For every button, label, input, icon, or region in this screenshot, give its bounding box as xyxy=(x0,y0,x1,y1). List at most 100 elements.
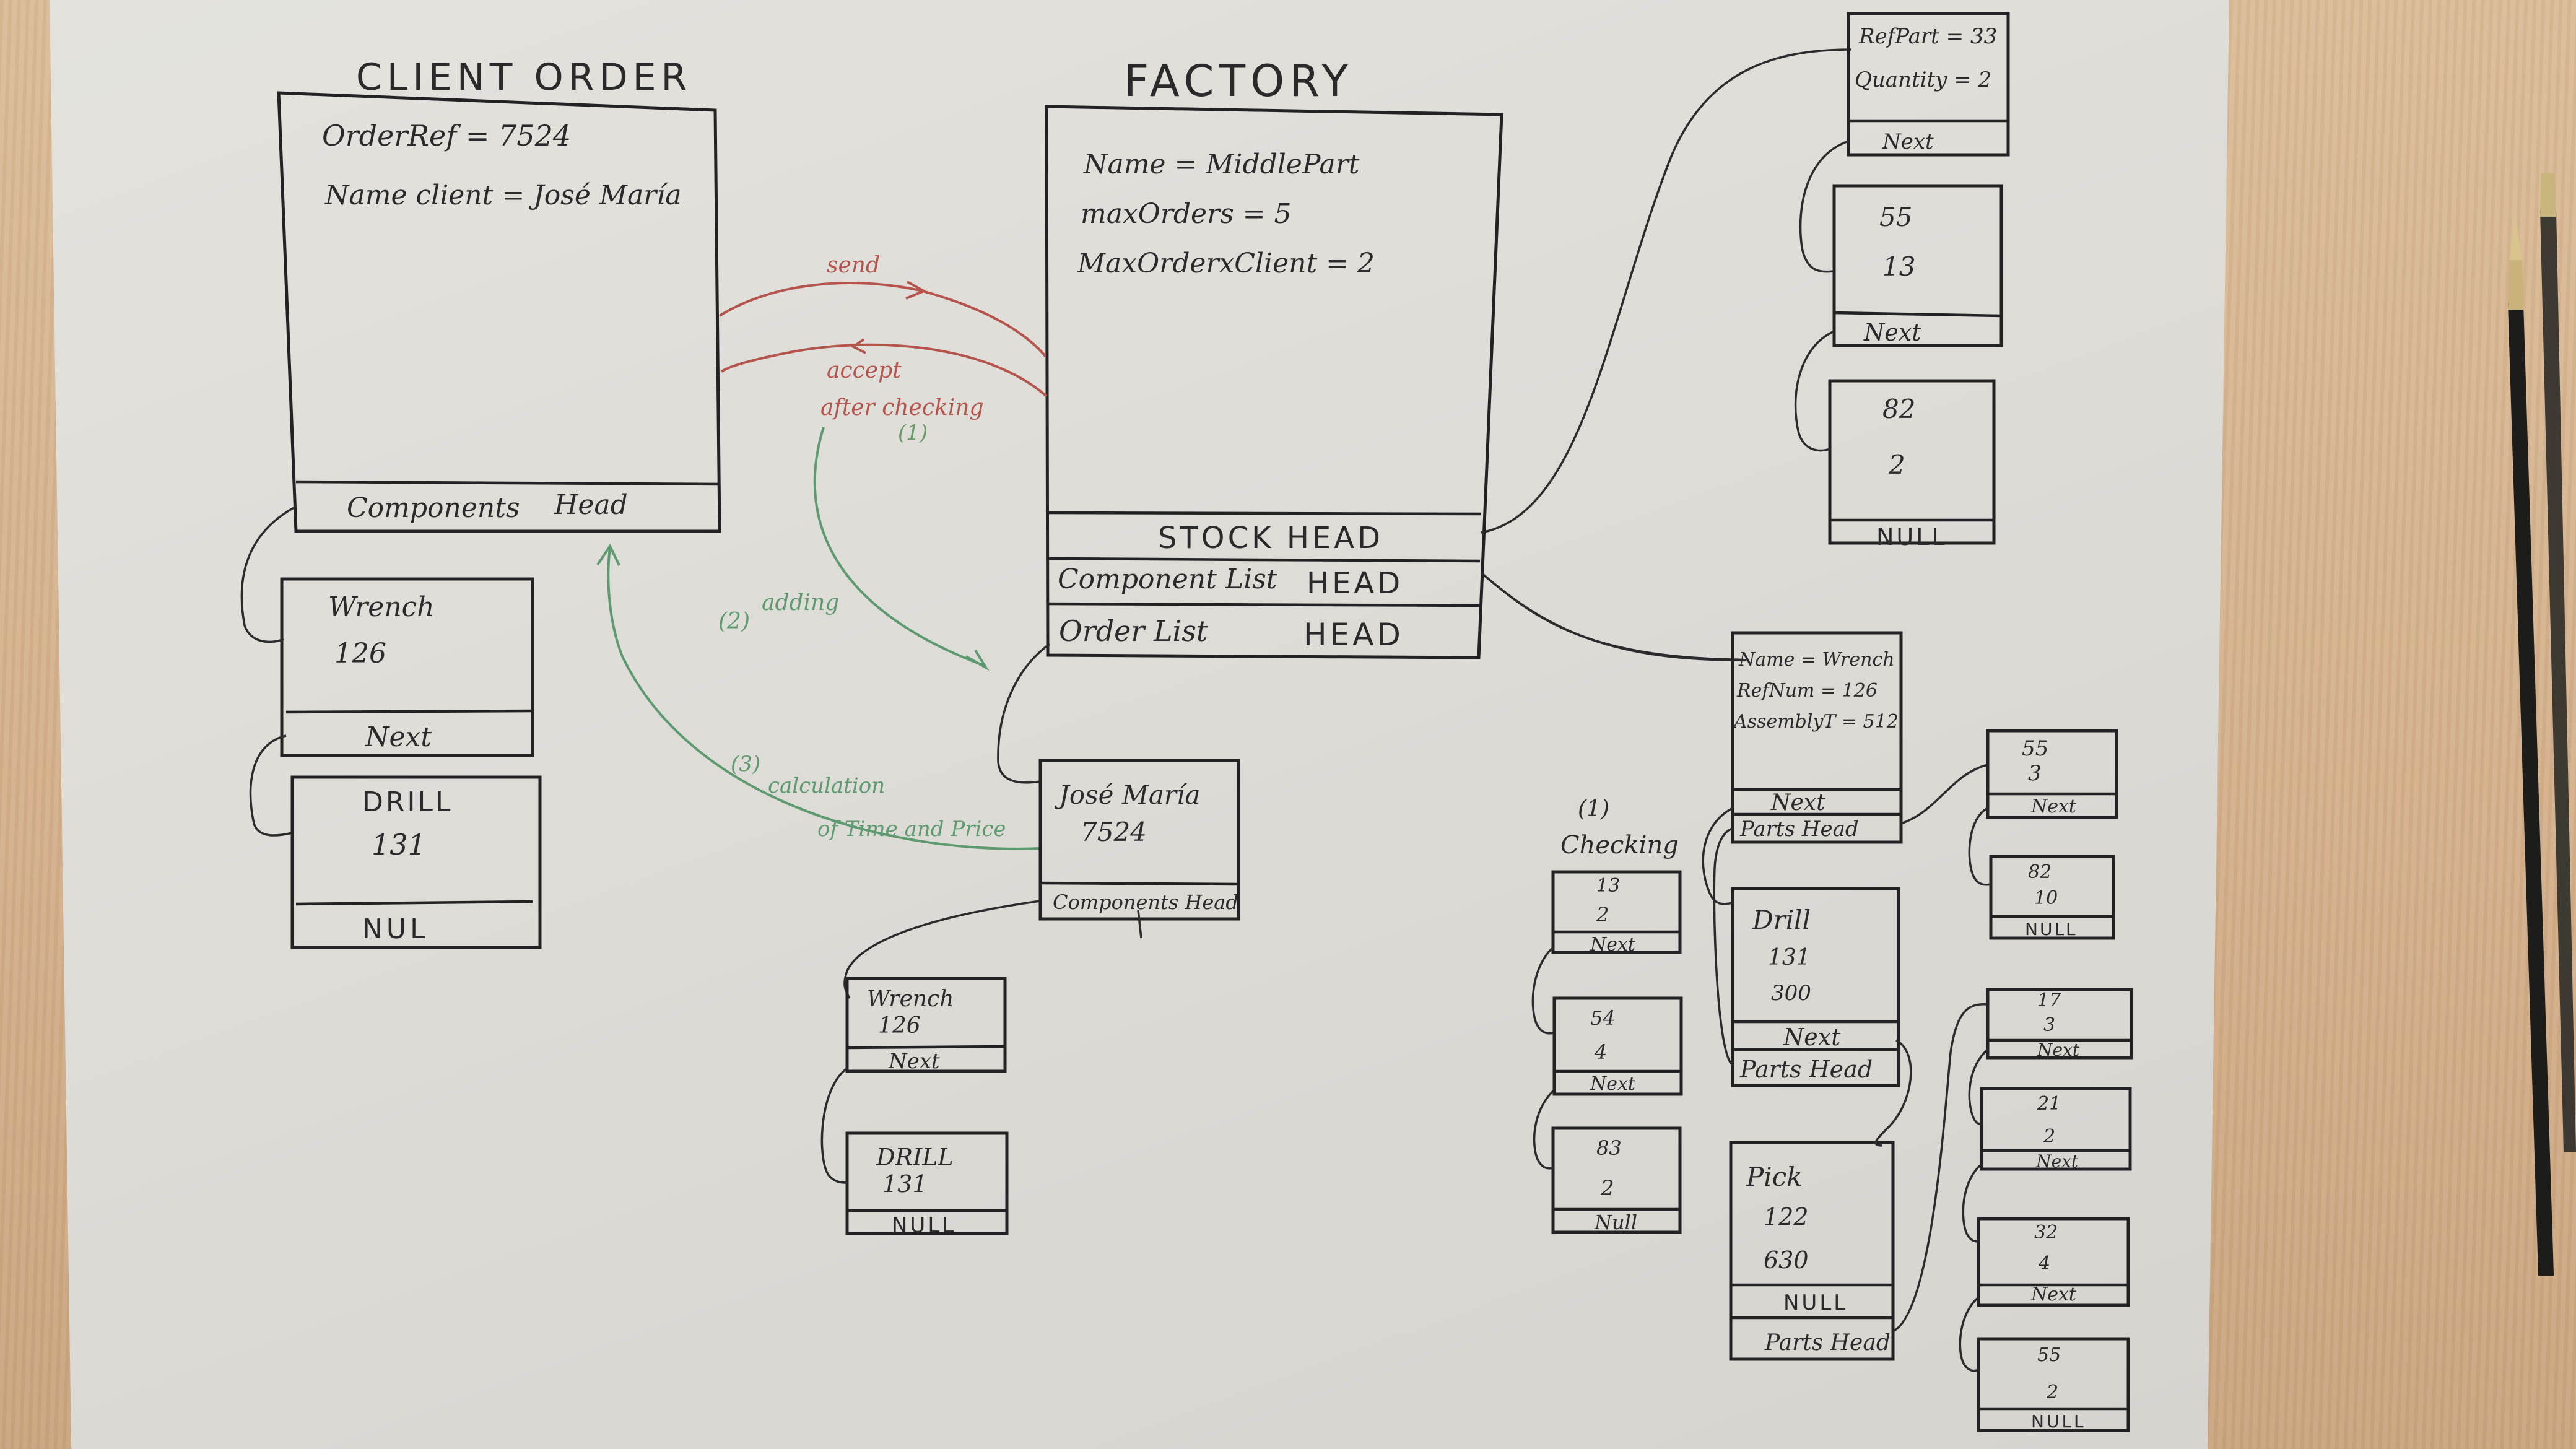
stock-head-connector xyxy=(1481,48,1852,534)
drill-part-2-ref: 54 xyxy=(1590,1006,1616,1030)
drill-part-3: 83 2 Null xyxy=(1551,1126,1682,1234)
calculation-arrow: (3) calculation of Time and Price xyxy=(596,543,1041,850)
pick-part-1-ref: 17 xyxy=(2037,990,2061,1011)
pens xyxy=(2508,173,2576,1276)
order-node: José María 7524 Components Head xyxy=(1038,759,1240,921)
pick-part-4: 55 2 NULL xyxy=(1977,1337,2130,1432)
stock-node-1-box xyxy=(1847,12,2010,157)
pick-part-1-qty: 3 xyxy=(2043,1014,2055,1036)
pick-part-3: 32 4 Next xyxy=(1977,1217,2130,1307)
order-component-wrench: Wrench 126 Next xyxy=(845,977,1007,1074)
order-wrench-ref: 126 xyxy=(878,1013,921,1038)
component-pick-name: Pick xyxy=(1746,1162,1803,1192)
drill-name: DRILL xyxy=(362,786,453,818)
adding-label: adding xyxy=(762,590,839,616)
order-wrench-next: Next xyxy=(888,1049,940,1074)
factory-name: Name = MiddlePart xyxy=(1083,149,1360,180)
wrench-part-1-box xyxy=(1986,729,2118,819)
wrench-part-2: 82 10 NULL xyxy=(1989,855,2115,940)
stock-node-3-ref: 82 xyxy=(1882,394,1915,424)
component-wrench-refnum: RefNum = 126 xyxy=(1736,680,1878,702)
stock-node-3-null: NULL xyxy=(1876,523,1947,550)
stock-node-1-next: Next xyxy=(1882,129,1934,154)
stock-node-2: 55 13 Next xyxy=(1832,184,2003,347)
stock-node-2-qty: 13 xyxy=(1882,251,1915,282)
client-order-box xyxy=(277,91,721,533)
pick-part-4-ref: 55 xyxy=(2037,1344,2061,1366)
component-pick-null: NULL xyxy=(1783,1290,1848,1315)
order-wrench-next-connector xyxy=(820,1067,848,1184)
send-label: send xyxy=(827,253,880,278)
component-wrench-name: Name = Wrench xyxy=(1738,649,1895,671)
client-component-wrench: Wrench 126 Next xyxy=(280,577,534,757)
wrench-part-2-box xyxy=(1989,855,2115,940)
component-pick-node: Pick 122 630 NULL Parts Head xyxy=(1729,1141,1895,1361)
order-drill-ref: 131 xyxy=(882,1170,928,1198)
drill-part-1-box xyxy=(1551,870,1682,954)
components-label: Components xyxy=(347,492,520,524)
after-checking-label: after checking xyxy=(820,395,984,420)
client-order-title: CLIENT ORDER xyxy=(356,56,692,99)
head-label: Head xyxy=(554,489,628,521)
client-order-divider xyxy=(295,480,720,486)
component-drill-parts-head: Parts Head xyxy=(1739,1056,1873,1083)
wrench-ref: 126 xyxy=(334,638,386,669)
order-node-name: José María xyxy=(1054,780,1200,810)
pick-part-2-next: Next xyxy=(2035,1151,2079,1172)
wrench-part-1-qty: 3 xyxy=(2028,761,2042,786)
stock-node-3: 82 2 NULL xyxy=(1828,379,1996,550)
factory-title: FACTORY xyxy=(1124,56,1353,107)
component-pick-parts-head: Parts Head xyxy=(1764,1330,1891,1355)
drill-part-1-qty: 2 xyxy=(1596,903,1609,926)
send-arrow: send xyxy=(718,253,1046,357)
wrench-part-1-ref: 55 xyxy=(2022,736,2048,761)
component-wrench-parts-head: Parts Head xyxy=(1739,817,1859,842)
pick-part-4-box xyxy=(1977,1337,2130,1432)
component-pick-box xyxy=(1729,1141,1895,1361)
stock-head-label: STOCK HEAD xyxy=(1158,521,1383,555)
drill-part-1-next: Next xyxy=(1590,934,1636,955)
calculation-label: calculation xyxy=(768,773,885,798)
stock-node-1-quantity: Quantity = 2 xyxy=(1855,67,1991,92)
checking-step-label: (1) xyxy=(1578,796,1609,822)
time-price-label: of Time and Price xyxy=(817,817,1006,842)
stock-node-2-box xyxy=(1832,184,2003,347)
component-wrench-box xyxy=(1731,631,1903,844)
pick-part-3-box xyxy=(1977,1217,2130,1307)
pick-part-4-null: NULL xyxy=(2031,1411,2086,1432)
stock-next-connector-1 xyxy=(1799,140,1849,273)
pick-part-1-box xyxy=(1986,988,2133,1060)
drill-part-3-qty: 2 xyxy=(1600,1176,1614,1201)
component-wrench-next: Next xyxy=(1770,790,1825,816)
component-drill-next-connector xyxy=(1874,1039,1912,1147)
pick-part-2-box xyxy=(1980,1087,2132,1171)
order-wrench-name: Wrench xyxy=(867,986,954,1012)
drill-null: NUL xyxy=(362,913,429,945)
component-drill-next: Next xyxy=(1783,1024,1841,1051)
drill-part-3-ref: 83 xyxy=(1596,1136,1622,1160)
accept-arrow: accept after checking (1) xyxy=(720,338,1048,445)
component-pick-ref: 122 xyxy=(1764,1203,1809,1230)
wrench-part-2-null: NULL xyxy=(2025,919,2078,939)
pick-part-4-qty: 2 xyxy=(2046,1382,2058,1403)
client-order-block: CLIENT ORDER OrderRef = 7524 Name client… xyxy=(277,56,721,533)
stock-node-3-qty: 2 xyxy=(1888,450,1905,480)
order-list-connector xyxy=(997,643,1051,784)
order-list-head: HEAD xyxy=(1303,617,1404,653)
order-drill-null: NULL xyxy=(892,1213,956,1238)
component-drill-ref: 131 xyxy=(1768,945,1811,970)
component-list-head: HEAD xyxy=(1307,566,1403,601)
component-drill-node: Drill 131 300 Next Parts Head xyxy=(1731,887,1900,1087)
drill-part-3-null: Null xyxy=(1594,1211,1637,1234)
pick-part-3-ref: 32 xyxy=(2034,1222,2058,1243)
drill-part-2: 54 4 Next xyxy=(1552,996,1683,1096)
wrench-part-1: 55 3 Next xyxy=(1986,729,2118,819)
pick-part-1-next: Next xyxy=(2037,1040,2080,1060)
component-pick-time: 630 xyxy=(1764,1247,1809,1274)
component-drill-box xyxy=(1731,887,1900,1087)
pick-part-2-ref: 21 xyxy=(2037,1093,2061,1115)
wrench-next-connector xyxy=(249,734,293,837)
step-3-label: (3) xyxy=(731,752,760,777)
component-drill-time: 300 xyxy=(1771,981,1811,1006)
